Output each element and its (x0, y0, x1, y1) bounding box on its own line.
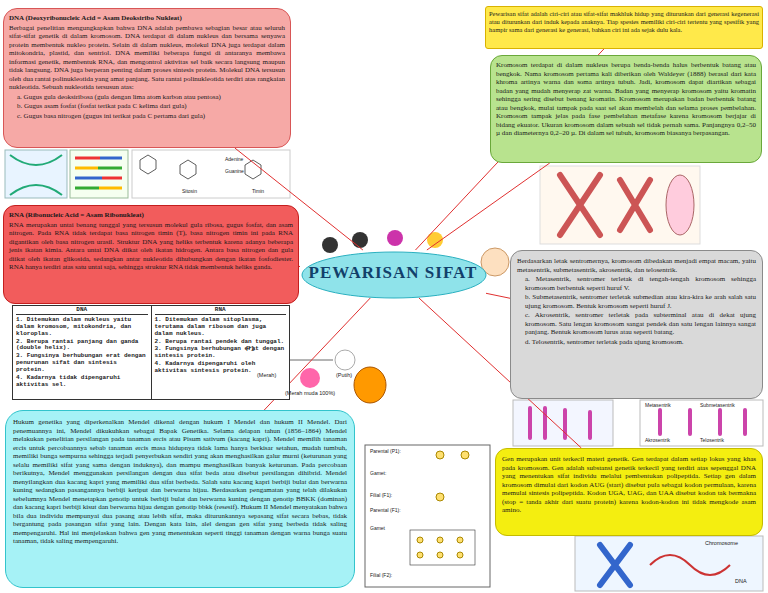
table-cell: 3. Fungsinya berhubungan erat dengan sin… (155, 346, 287, 360)
diagram-label: (Putih) (336, 372, 352, 378)
diagram-label: P1 (246, 345, 255, 352)
cross-diagram (365, 445, 490, 587)
diagram-label: Adenine (225, 156, 243, 162)
cell-shape (666, 175, 694, 235)
node-text: a. Gugus gula deoksiribosa (gula dengan … (9, 93, 285, 102)
diagram-label: Parental (P1): (370, 448, 401, 454)
node-heading: DNA (Deoxyribonucleic Acid = Asam Deoksi… (9, 14, 285, 23)
node-text: d. Telosentrik, sentromer terletak pada … (517, 338, 756, 347)
diagram-label: Akrosentrik (645, 437, 670, 443)
chromosome-box: Kromosom terdapat di dalam nukleus berup… (490, 55, 762, 163)
chromatid (530, 408, 745, 438)
node-text: a. Metasentrik, sentromer terletak di te… (517, 275, 756, 292)
table-column: RNA 1. Ditemukan dalam sitoplasma, teruta… (151, 306, 290, 399)
chromosome-dna-picture (575, 536, 763, 591)
cartoon-hat (352, 232, 368, 248)
dna-strand (650, 555, 730, 575)
cartoon-hat (387, 230, 403, 246)
diagram-label: DNA (735, 578, 747, 584)
connector-line (486, 293, 510, 298)
node-text: Berdasarkan letak sentromernya, kromosom… (517, 257, 756, 274)
node-text: Kromosom terdapat di dalam nukleus berup… (496, 61, 756, 138)
base-structure-picture (132, 150, 290, 198)
node-heading: RNA (Ribonucleic Acid = Asam Ribonukleat… (9, 211, 293, 220)
grid (410, 530, 475, 565)
connector-line (427, 163, 550, 250)
helix-strand (10, 155, 62, 195)
node-text: Pewarisan sifat adalah ciri-ciri atau si… (489, 10, 759, 34)
comparison-table: DNA 1. Ditemukan dalam nukleus yaitu dala… (12, 305, 290, 400)
title-ellipse-shape (302, 252, 486, 298)
table-cell: 2. Berupa rantai panjang dan ganda (doub… (16, 339, 148, 353)
table-cell: 4. Kadarnya tidak dipengaruhi aktivitas … (16, 375, 148, 389)
diagram-label: Parental (F1): (370, 507, 401, 513)
diagram-label: Gamet: (370, 470, 386, 476)
table-cell: 1. Ditemukan dalam sitoplasma, terutama … (155, 317, 287, 338)
dna-box: DNA (Deoxyribonucleic Acid = Asam Deoksi… (3, 8, 291, 148)
diagram-label: Submetasentrik (700, 402, 735, 408)
node-text: RNA merupakan untai benang tunggal yang … (9, 221, 293, 272)
diagram-label: Metasentrik (645, 402, 671, 408)
connector-line (299, 266, 300, 267)
node-text: Hukum genetika yang diperkenalkan Mendel… (13, 418, 347, 546)
flower-pink (300, 368, 320, 388)
dna-picture (5, 150, 67, 198)
node-text: b. Gugus asam fosfat (fosfat terikat pad… (9, 102, 285, 111)
table-header: RNA (155, 307, 287, 315)
mendel-box: Hukum genetika yang diperkenalkan Mendel… (5, 410, 355, 588)
diagram-label: Filial (F2): (370, 572, 392, 578)
node-text: b. Submetasentrik, sentromer terletak su… (517, 293, 756, 310)
seed (417, 451, 469, 558)
diagram-label: Timin (252, 188, 264, 194)
gene-box: Gen merupakan unit terkecil materi genet… (495, 448, 763, 536)
diagram-label: Telosentrik (700, 437, 724, 443)
diagram-label: Sitosin (182, 188, 197, 194)
chromosome-shape (560, 175, 650, 235)
base-pairs (75, 158, 122, 188)
rna-box: RNA (Ribonucleic Acid = Asam Ribonukleat… (3, 205, 299, 304)
cartoon-hat (322, 237, 338, 253)
definition-box: Pewarisan sifat adalah ciri-ciri atau si… (485, 6, 763, 49)
diagram-label: Filial (F1): (370, 492, 392, 498)
node-text: Berbagai penelitian mengungkapkan bahwa … (9, 24, 285, 92)
node-text: Gen merupakan unit terkecil materi genet… (502, 455, 756, 515)
node-heading: PEWARISAN SIFAT (309, 263, 478, 284)
diagram-label: Guanine (225, 168, 244, 174)
chromosome-picture (540, 166, 700, 244)
table-header: DNA (16, 307, 148, 315)
diagram-label: Chromosome (705, 540, 738, 546)
diagram-label: (Merah) (257, 372, 276, 378)
table-cell: 2. Berupa rantai pendek dan tunggal. (155, 339, 287, 346)
centromere-box: Berdasarkan letak sentromernya, kromosom… (510, 250, 763, 399)
flower-white (335, 350, 355, 370)
cartoon-cat (354, 367, 386, 403)
diagram-label: Gamet (370, 525, 385, 531)
center-title: PEWARISAN SIFAT (300, 250, 486, 298)
diagram-label: (Merah muda 100%) (285, 390, 335, 396)
node-text: c. Gugus basa nitrogen (gugus ini terika… (9, 112, 285, 121)
dna-picture (70, 150, 128, 198)
molecule-ring (140, 155, 261, 179)
chromosome-shape (600, 545, 630, 585)
table-cell: 1. Ditemukan dalam nukleus yaitu dalam k… (16, 317, 148, 338)
table-cell: 3. Fungsinya berhubungan erat dengan pen… (16, 353, 148, 374)
table-column: DNA 1. Ditemukan dalam nukleus yaitu dala… (13, 306, 151, 399)
node-text: c. Akrosentrik, sentromer terletak pada … (517, 311, 756, 337)
